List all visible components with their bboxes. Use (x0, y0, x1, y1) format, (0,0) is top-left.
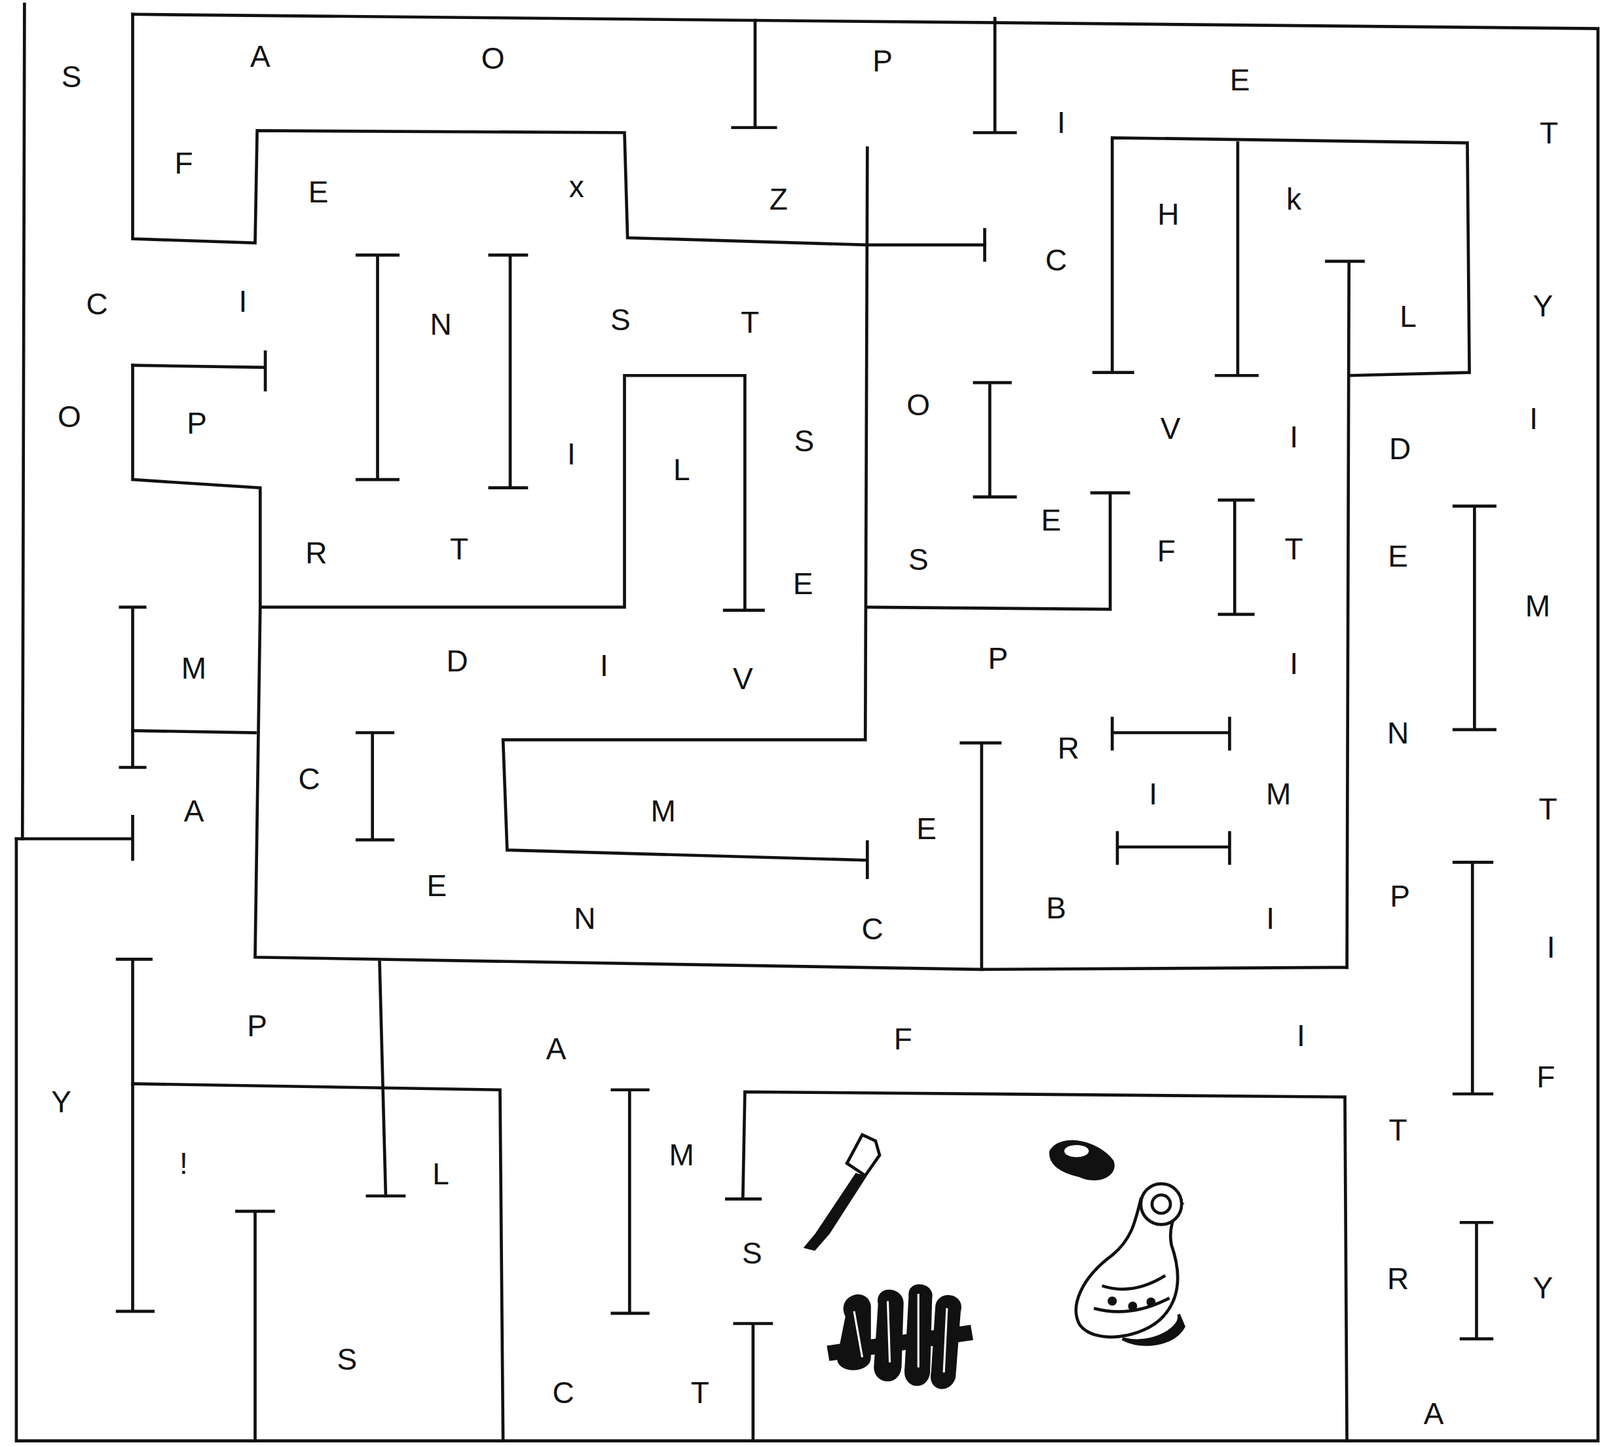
maze-letter: A (250, 41, 271, 72)
maze-letter: E (1040, 504, 1061, 536)
maze-letter: ! (179, 1148, 188, 1179)
maze-letter: E (1229, 64, 1251, 95)
maze-letter: I (1296, 1020, 1306, 1051)
maze-letter: M (181, 652, 207, 684)
treasure-drawings (806, 1134, 1184, 1388)
maze-letter: P (186, 408, 207, 439)
maze-letter: M (669, 1139, 695, 1170)
maze-letter: B (1045, 892, 1067, 923)
maze-letter: P (246, 1010, 268, 1041)
maze-letter: N (573, 903, 596, 934)
maze-letter: N (429, 309, 452, 340)
maze-letter: S (610, 304, 631, 335)
maze-letter: O (57, 401, 82, 432)
maze-letter: O (481, 43, 505, 74)
maze-letter: P (987, 643, 1008, 674)
maze-letter: S (793, 425, 815, 456)
maze-letter: T (740, 307, 760, 338)
maze-letter: Z (769, 184, 788, 215)
maze-letter: M (1525, 590, 1551, 621)
maze-letter: M (1265, 778, 1291, 809)
maze-letter: P (1389, 880, 1411, 912)
maze-letter: L (1399, 301, 1417, 332)
maze-letter: V (732, 663, 754, 694)
maze-letter: C (861, 913, 883, 944)
maze-letter: S (61, 61, 82, 92)
maze-letter: Y (1532, 290, 1553, 321)
maze-letter: D (1389, 433, 1411, 464)
maze-letter: P (872, 45, 893, 76)
maze-letter: E (793, 568, 814, 599)
maze-letter: F (893, 1023, 913, 1054)
maze-letter: I (1289, 648, 1299, 679)
maze-letter: I (599, 650, 609, 681)
maze-letter: D (446, 645, 468, 676)
maze-letter: C (85, 288, 108, 319)
maze-letter: S (908, 544, 929, 575)
maze-letter: F (1157, 535, 1176, 566)
maze-letter: R (1057, 732, 1080, 763)
maze-letter: A (1423, 1398, 1445, 1429)
maze-letter: E (916, 813, 937, 844)
maze-letter: I (238, 286, 247, 317)
maze-letter: T (1538, 793, 1557, 824)
maze-letter: Y (51, 1086, 72, 1117)
maze-letter: R (1387, 1263, 1409, 1294)
maze-letter: F (1536, 1061, 1555, 1092)
maze-letter: V (1160, 413, 1181, 444)
maze-letter: C (1045, 244, 1067, 276)
maze-letter: T (1388, 1114, 1407, 1145)
maze-letter: A (546, 1033, 567, 1064)
maze-letter: H (1157, 199, 1179, 230)
maze-letter: I (1289, 421, 1299, 452)
maze-letter: Y (1532, 1272, 1553, 1303)
maze-letter: E (1387, 540, 1409, 572)
maze-letter: k (1286, 184, 1302, 215)
maze-letter: I (1529, 403, 1538, 434)
maze-letter: I (1057, 107, 1066, 138)
maze-letter: L (673, 454, 691, 485)
maze-letter: x (569, 171, 585, 202)
maze-letter: T (690, 1377, 710, 1408)
maze-letter: C (297, 763, 320, 794)
maze-letter: A (184, 795, 205, 826)
maze-letter: O (906, 389, 931, 420)
maze-letter: E (308, 176, 329, 207)
maze-letter: S (742, 1237, 763, 1268)
maze-letter: C (552, 1377, 574, 1408)
maze-letter: L (432, 1158, 450, 1189)
maze-letter: T (449, 533, 469, 564)
maze-letter: E (426, 870, 447, 901)
maze-letter: F (174, 148, 193, 179)
maze-letter: I (1265, 903, 1275, 934)
maze-letter: I (567, 438, 576, 469)
maze-letter: I (1546, 931, 1556, 963)
maze-letter: R (305, 537, 327, 568)
maze-letter: I (1148, 778, 1158, 809)
maze-letter: T (1284, 533, 1304, 564)
maze-letter: T (1539, 117, 1559, 149)
maze-letter: M (651, 795, 676, 826)
maze-letter: N (1387, 717, 1409, 748)
maze-letter: S (336, 1343, 357, 1375)
